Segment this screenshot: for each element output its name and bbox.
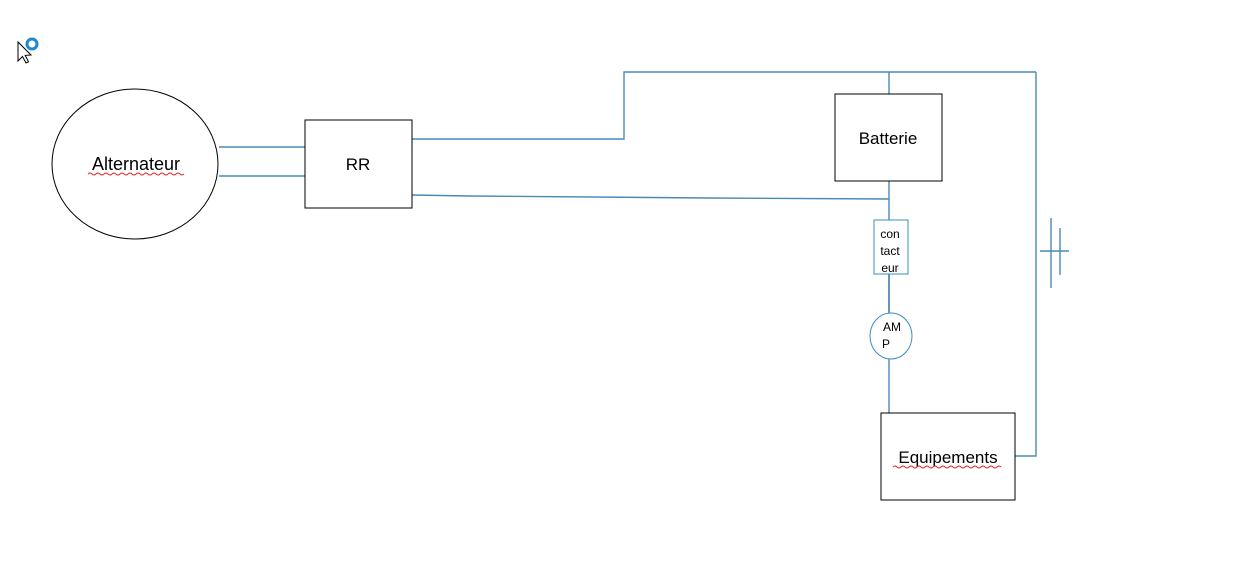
equipment-node: Equipements (880, 412, 1016, 501)
wires (219, 71, 1037, 457)
battery-node: Batterie (834, 93, 943, 182)
ammeter-label-line-2: P (882, 337, 890, 351)
wire-rr-battery-junction (411, 194, 890, 200)
mouse-pointer-busy-icon (17, 37, 39, 64)
contactor-label-line-2: tact (880, 244, 900, 258)
contactor-label-line-1: con (880, 227, 899, 241)
battery-label: Batterie (859, 129, 918, 148)
contactor-label-line-3: eur (881, 261, 898, 275)
spellcheck-underline-alternator (87, 172, 185, 176)
contactor-node: con tact eur (873, 219, 909, 275)
regulator-node: RR (304, 119, 413, 209)
alternator-node: Alternateur (51, 88, 219, 240)
wire-rr-top-bus (412, 71, 1036, 140)
regulator-label: RR (346, 155, 371, 174)
wire-bus-equipment (1015, 72, 1037, 457)
ammeter-node: AM P (869, 312, 913, 360)
alternator-label: Alternateur (92, 154, 180, 174)
spellcheck-underline-equipment (892, 465, 1002, 469)
equipment-label: Equipements (898, 448, 997, 467)
ground-symbol-icon (1040, 218, 1069, 288)
ammeter-label-line-1: AM (883, 320, 901, 334)
